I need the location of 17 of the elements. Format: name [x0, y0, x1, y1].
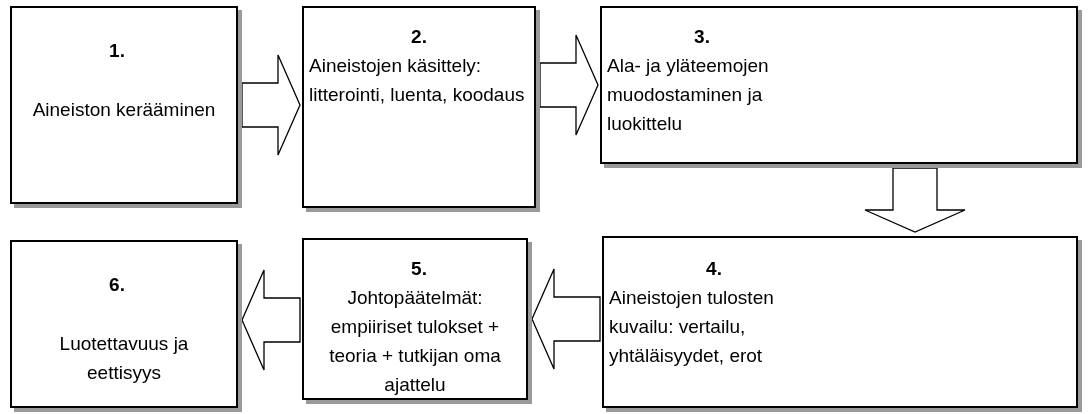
block-arrow: [864, 167, 966, 233]
step-number: 6.: [108, 273, 126, 297]
step-text: Aineistojen tulosten kuvailu: vertailu, yhtäläisyydet, erot: [609, 286, 775, 368]
step-number: 1.: [108, 39, 126, 63]
step-number: 4.: [705, 257, 723, 281]
block-arrow: [241, 269, 301, 371]
step-text: Johtopäätelmät: empiiriset tulokset + teoria + tutkijan oma ajattelu: [328, 286, 502, 397]
block-arrow: [531, 268, 601, 370]
step-text: Ala- ja yläteemojen muodostaminen ja luokittelu: [607, 54, 770, 136]
step-text: Aineiston kerääminen: [32, 98, 216, 122]
step-number: 3.: [693, 25, 711, 49]
block-arrow: [539, 34, 599, 136]
step-text: Luotettavuus ja eettisyys: [58, 332, 190, 385]
step-number: 5.: [410, 257, 428, 281]
step-number: 2.: [410, 25, 428, 49]
step-text: Aineistojen käsittely: litterointi, luenta, koodaus: [309, 54, 526, 107]
block-arrow: [241, 54, 301, 156]
